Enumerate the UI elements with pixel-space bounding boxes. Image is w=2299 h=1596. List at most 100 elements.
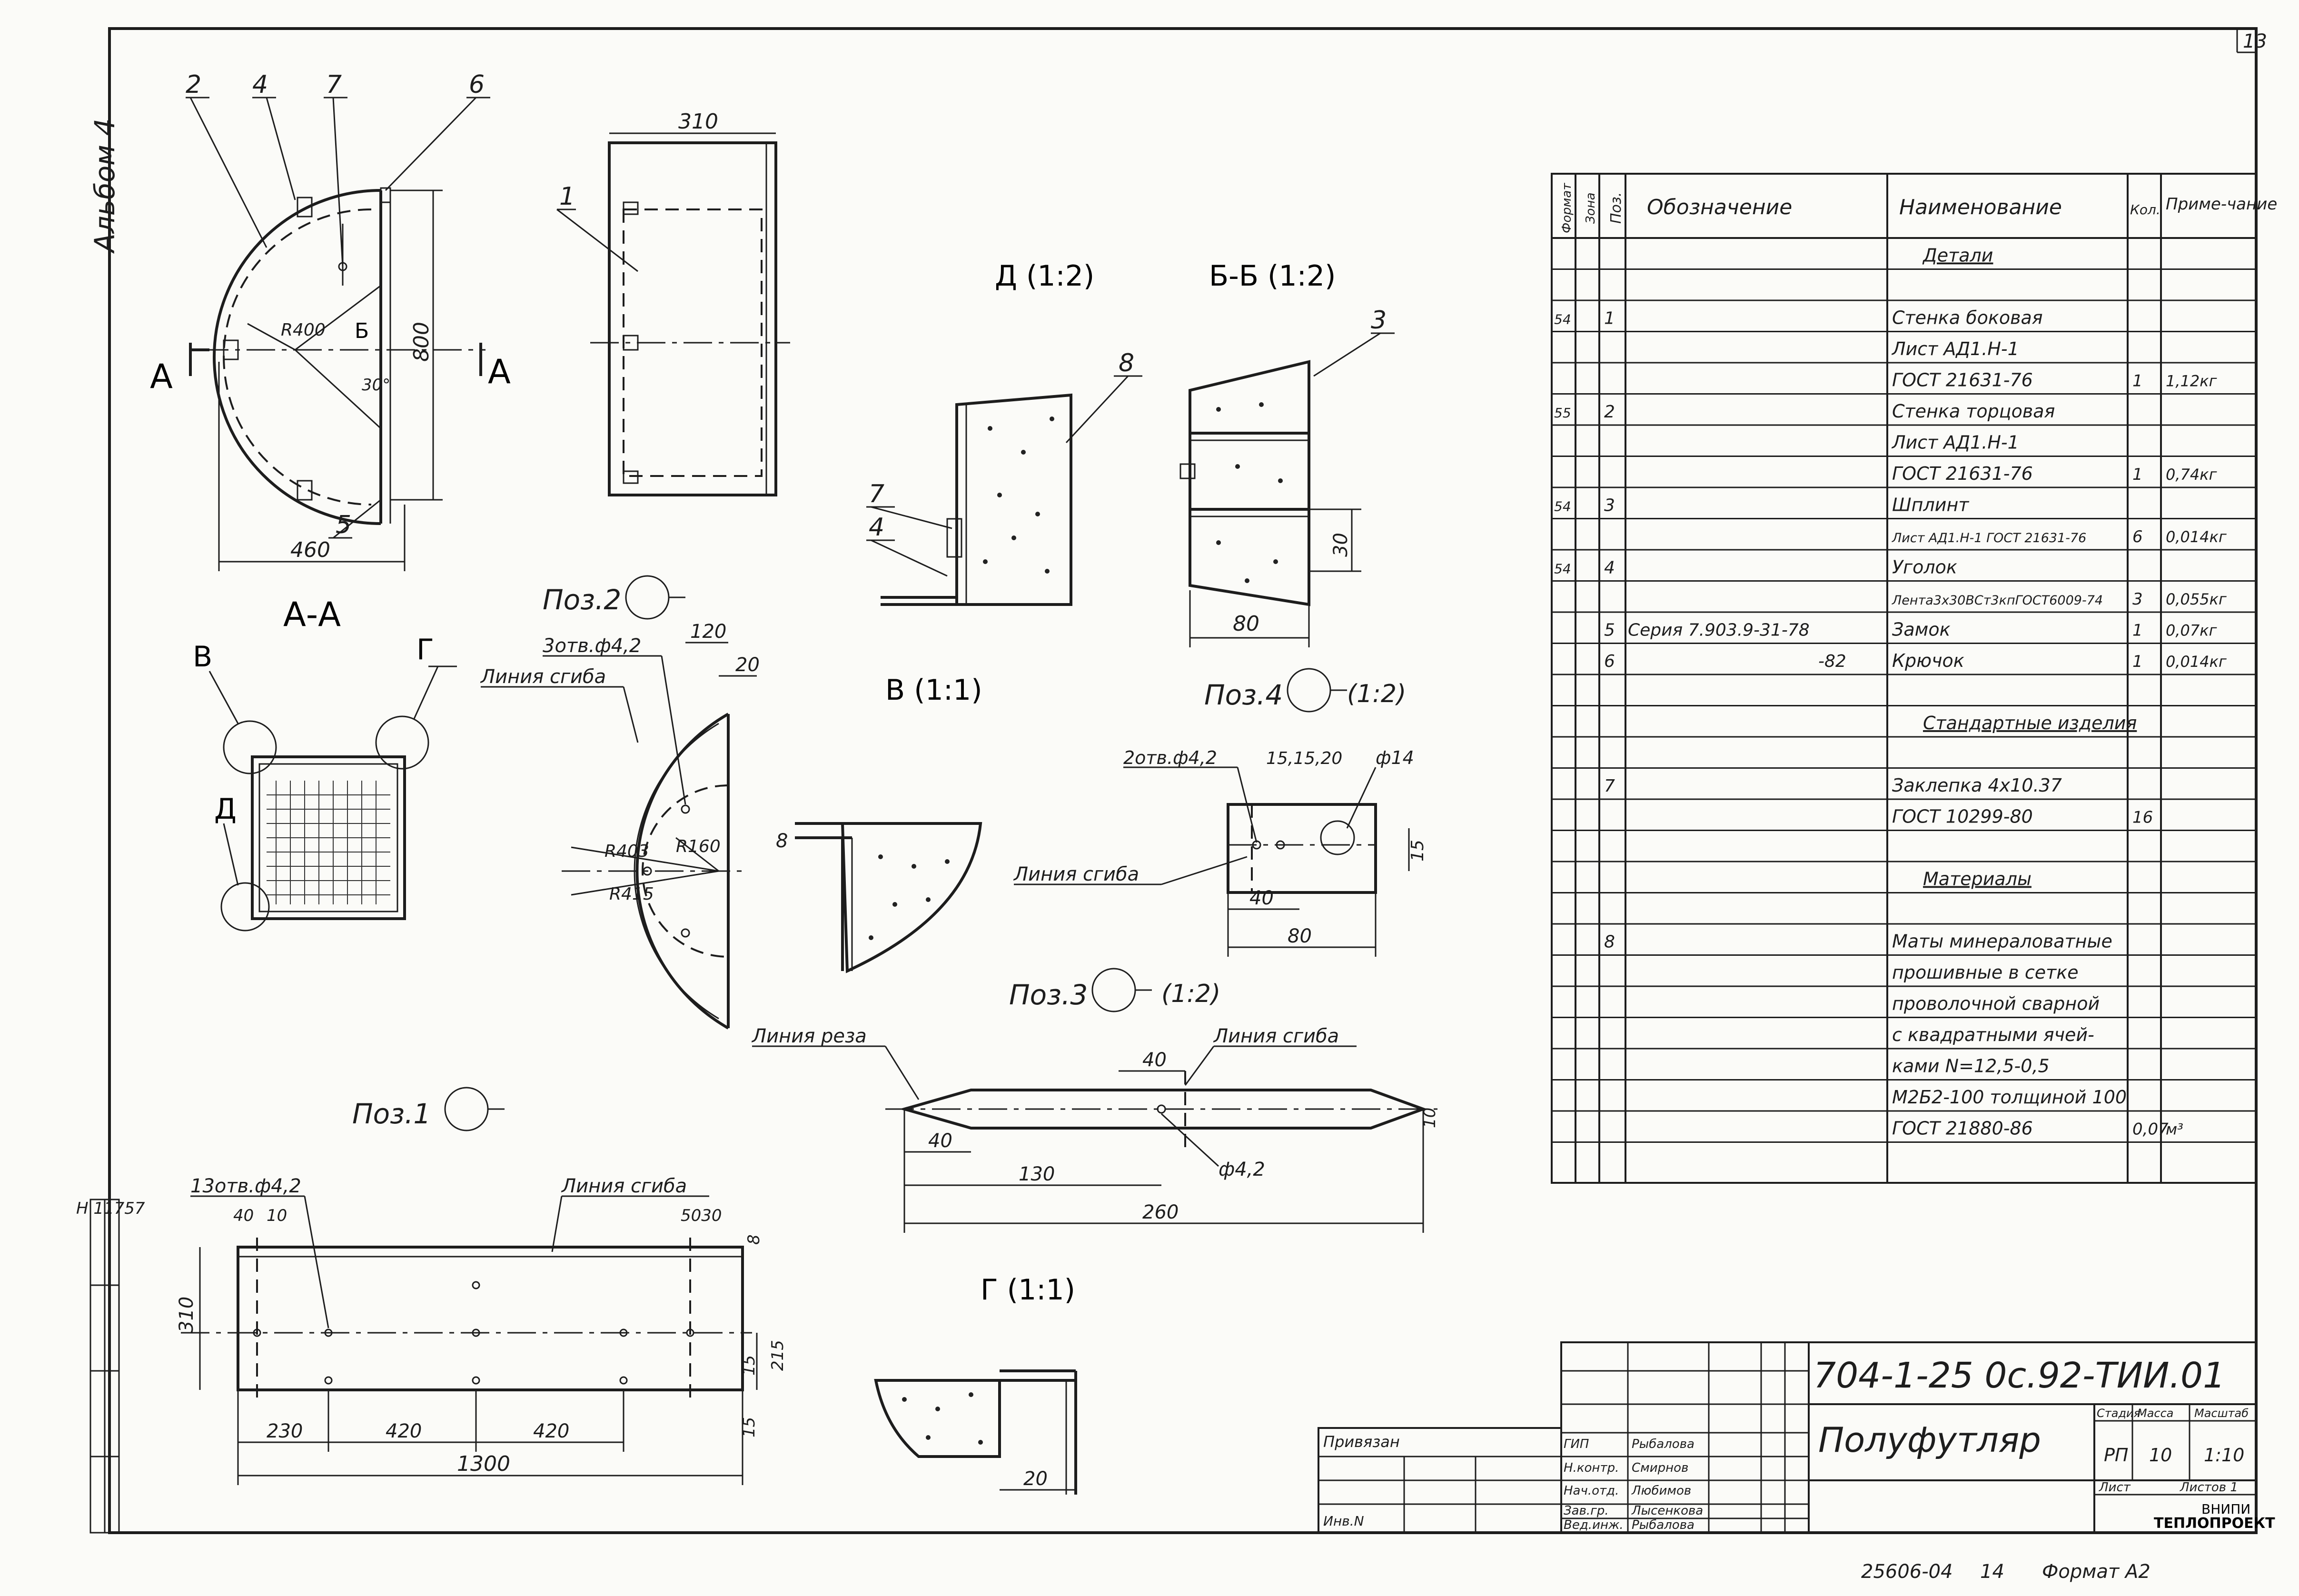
spec-cell-note: 0,74кг: [2166, 466, 2217, 484]
spec-cell-format: 55: [1554, 405, 1571, 421]
poz3-title: Поз.3: [1009, 979, 1088, 1011]
stage-label: Стадия: [2097, 1407, 2140, 1420]
spec-cell-qty: 1: [2132, 621, 2143, 640]
spec-cell-note: м³: [2166, 1120, 2183, 1139]
poz3-hole-dia: ф4,2: [1219, 1159, 1265, 1180]
section-b: Б: [355, 319, 369, 343]
spec-cell-name: Стенка боковая: [1892, 307, 2043, 328]
view-poz4: Поз.4 (1:2) 2отв.ф4,2 15,15,20 ф14 Линия…: [1013, 668, 1427, 957]
poz1-holes: 13отв.ф4,2: [190, 1175, 301, 1197]
aa-callout-2: 2: [186, 70, 201, 99]
poz4-title: Поз.4: [1204, 679, 1283, 711]
spec-cell-note: 0,014кг: [2166, 528, 2227, 546]
bb-callout-3: 3: [1371, 306, 1387, 335]
spec-cell-name: ГОСТ 10299-80: [1892, 806, 2033, 827]
detail-mark-g: Г: [416, 633, 434, 666]
view-poz2: Поз.2 R403 R160 R415 3отв.ф4,2 Линия сги…: [480, 575, 760, 1030]
view-poz3: Поз.3 (1:2) Линия реза Линия сгиба 40 40…: [751, 968, 1439, 1233]
poz3-dim-40-top: 40: [1142, 1049, 1167, 1071]
aa-title: А-А: [283, 595, 341, 634]
d-callout-8: 8: [1119, 349, 1134, 377]
d-title: Д (1:2): [995, 259, 1094, 293]
spec-cell-qty: 3: [2132, 590, 2143, 609]
spec-section-title: Материалы: [1923, 869, 2031, 890]
poz4-bend-line: Линия сгиба: [1013, 863, 1139, 885]
spec-cell-name: Маты минераловатные: [1892, 931, 2112, 952]
spec-cell-pos: 5: [1604, 621, 1615, 640]
d-callout-4: 4: [869, 513, 884, 542]
spec-cell-note: 0,055кг: [2166, 590, 2227, 608]
spec-cell-format: 54: [1554, 499, 1571, 515]
spec-cell-pos: 2: [1604, 402, 1615, 422]
view-poz1: Поз.1 13отв.ф4,2 Линия сгиба 40 10 5030 …: [176, 1087, 787, 1485]
section-a-right: А: [488, 352, 511, 391]
scale-label: Масштаб: [2194, 1407, 2249, 1420]
poz2-dim-120: 120: [690, 621, 726, 643]
org-line-1: ВНИПИ: [2201, 1501, 2250, 1517]
spec-cell-name: Крючок: [1892, 650, 1964, 671]
view-box: В Г Д: [193, 633, 457, 932]
poz3-dim-130: 130: [1019, 1163, 1055, 1185]
tb-person: Рыбалова: [1632, 1437, 1695, 1451]
poz1-height: 310: [176, 1297, 198, 1333]
poz3-cut-line: Линия реза: [751, 1025, 867, 1047]
spec-section-title: Стандартные изделия: [1923, 713, 2137, 734]
view-v: В (1:1) 8: [776, 674, 982, 973]
spec-cell-qty: 16: [2132, 808, 2153, 827]
detail-mark-v: В: [193, 640, 212, 674]
bottom-code: 25606-04: [1861, 1561, 1953, 1583]
tb-role: Нач.отд.: [1564, 1484, 1619, 1498]
poz3-scale: (1:2): [1161, 980, 1220, 1008]
spec-cell-name: Заклепка 4х10.37: [1892, 775, 2062, 796]
spec-cell-qty: 1: [2132, 465, 2143, 484]
spec-cell-format: 54: [1554, 312, 1571, 327]
poz1-dim-40: 40: [233, 1206, 254, 1225]
v-title: В (1:1): [885, 674, 982, 707]
section-a-left: А: [150, 357, 173, 396]
poz4-dims-top: 15,15,20: [1266, 749, 1342, 768]
poz2-radius-2: R160: [676, 837, 721, 856]
bottom-sheet: 14: [1980, 1561, 2004, 1583]
format-label: Формат А2: [2042, 1561, 2150, 1583]
tb-person: Лысенкова: [1631, 1504, 1703, 1518]
sheet-label: Лист: [2099, 1480, 2131, 1495]
spec-cell-name: проволочной сварной: [1892, 993, 2100, 1014]
poz2-dim-20: 20: [735, 654, 760, 676]
poz4-dia: ф14: [1376, 747, 1414, 768]
bb-dim-width: 80: [1233, 612, 1259, 636]
spec-cell-name: ками N=12,5-0,5: [1892, 1056, 2050, 1077]
poz1-dim-5030: 5030: [681, 1206, 722, 1225]
stage-value: РП: [2104, 1445, 2129, 1466]
bb-dim-height: 30: [1330, 533, 1352, 557]
tb-role: Зав.гр.: [1564, 1504, 1609, 1518]
inv-number: Н 11757: [76, 1199, 145, 1218]
poz4-dim-15: 15: [1408, 840, 1427, 862]
title-block: Привязан Инв.N 704-1-25 0с.92-ТИИ.01 Пол…: [1318, 1341, 2275, 1583]
spec-cell-note: 0,07кг: [2166, 622, 2217, 640]
sheets-label: Листов 1: [2180, 1480, 2238, 1495]
spec-cell-name: Уголок: [1892, 557, 1957, 578]
poz1-dim-420-b: 420: [533, 1420, 569, 1442]
spec-cell-qty: 1: [2132, 372, 2143, 391]
spec-cell-name: Шплинт: [1892, 495, 1970, 515]
drawing-name: Полуфутляр: [1818, 1420, 2041, 1460]
aa-radius: R400: [281, 320, 326, 340]
tb-role: Вед.инж.: [1564, 1518, 1624, 1532]
spec-header-designation: Обозначение: [1647, 195, 1792, 219]
g-title: Г (1:1): [981, 1273, 1075, 1307]
poz4-holes: 2отв.ф4,2: [1123, 747, 1217, 768]
aa-angle: 30°: [362, 376, 390, 395]
spec-header-name: Наименование: [1899, 195, 2062, 219]
poz1-dim-15b: 15: [740, 1417, 759, 1437]
aa-dim-height: 800: [409, 322, 434, 362]
poz2-title: Поз.2: [543, 584, 621, 616]
album-label: Альбом 4: [89, 119, 121, 254]
sheet-number: 13: [2243, 30, 2267, 52]
spec-header-zone: Зона: [1584, 192, 1598, 224]
spec-cell-name: Лист АД1.Н-1 ГОСТ 21631-76: [1892, 531, 2086, 545]
view-bb: Б-Б (1:2) 3 80 30: [1179, 259, 1395, 647]
spec-cell-name: прошивные в сетке: [1892, 962, 2079, 983]
poz2-radius-3: R415: [609, 884, 654, 904]
spec-cell-name: М2Б2-100 толщиной 100: [1892, 1087, 2127, 1108]
